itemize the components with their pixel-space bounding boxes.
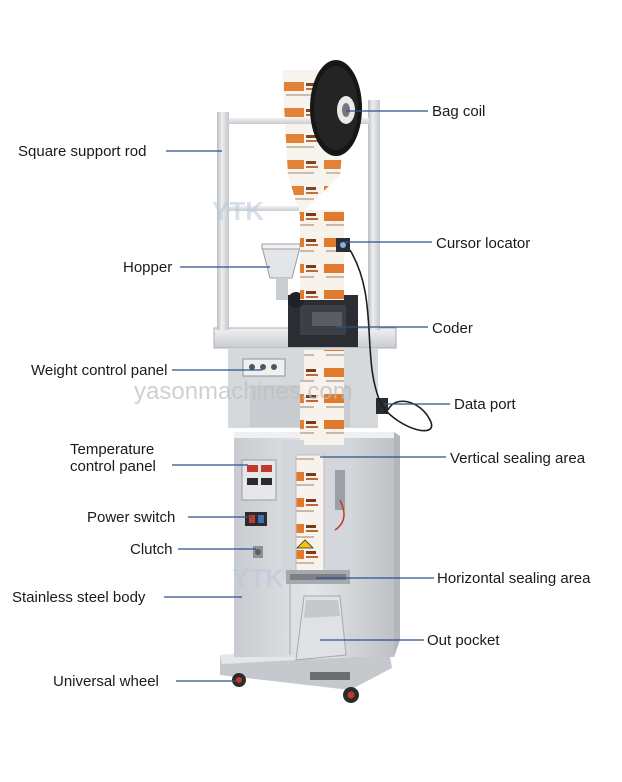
temperature-control-panel <box>241 459 277 501</box>
weight-control-panel <box>242 358 286 377</box>
watermark-brand-bottom: YTK <box>232 563 284 593</box>
leader-lines <box>164 110 450 682</box>
square-support-rods <box>217 100 380 330</box>
packaging-film <box>282 70 350 445</box>
power-switch <box>245 512 267 526</box>
label-bag-coil: Bag coil <box>432 103 485 120</box>
horizontal-sealing-area <box>286 570 350 584</box>
label-temperature-control-panel-line1: Temperature <box>70 441 154 458</box>
label-coder: Coder <box>432 320 473 337</box>
label-temperature-control-panel-line2: control panel <box>70 458 156 475</box>
label-cursor-locator: Cursor locator <box>436 235 530 252</box>
label-clutch: Clutch <box>130 541 173 558</box>
label-stainless-steel-body: Stainless steel body <box>12 589 146 606</box>
cursor-locator <box>336 238 350 252</box>
clutch <box>253 546 263 558</box>
label-data-port: Data port <box>454 396 517 413</box>
label-vertical-sealing-area: Vertical sealing area <box>450 450 586 467</box>
universal-wheel-left <box>232 673 246 687</box>
watermark-brand-top: YTK <box>212 196 264 226</box>
label-out-pocket: Out pocket <box>427 632 500 649</box>
label-power-switch: Power switch <box>87 509 175 526</box>
watermark-site: yasonmachines.com <box>134 378 353 405</box>
machine-illustration <box>213 60 433 703</box>
bag-coil <box>310 60 362 156</box>
out-pocket <box>295 595 347 661</box>
label-horizontal-sealing-area: Horizontal sealing area <box>437 570 591 587</box>
hopper <box>261 243 301 300</box>
universal-wheel-right <box>343 687 359 703</box>
label-hopper: Hopper <box>123 259 172 276</box>
label-weight-control-panel: Weight control panel <box>31 362 167 379</box>
label-universal-wheel: Universal wheel <box>53 673 159 690</box>
callout-labels: Bag coil Square support rod Cursor locat… <box>12 103 591 690</box>
label-square-support-rod: Square support rod <box>18 143 146 160</box>
vertical-sealing-area <box>282 440 352 581</box>
coder <box>288 292 358 347</box>
